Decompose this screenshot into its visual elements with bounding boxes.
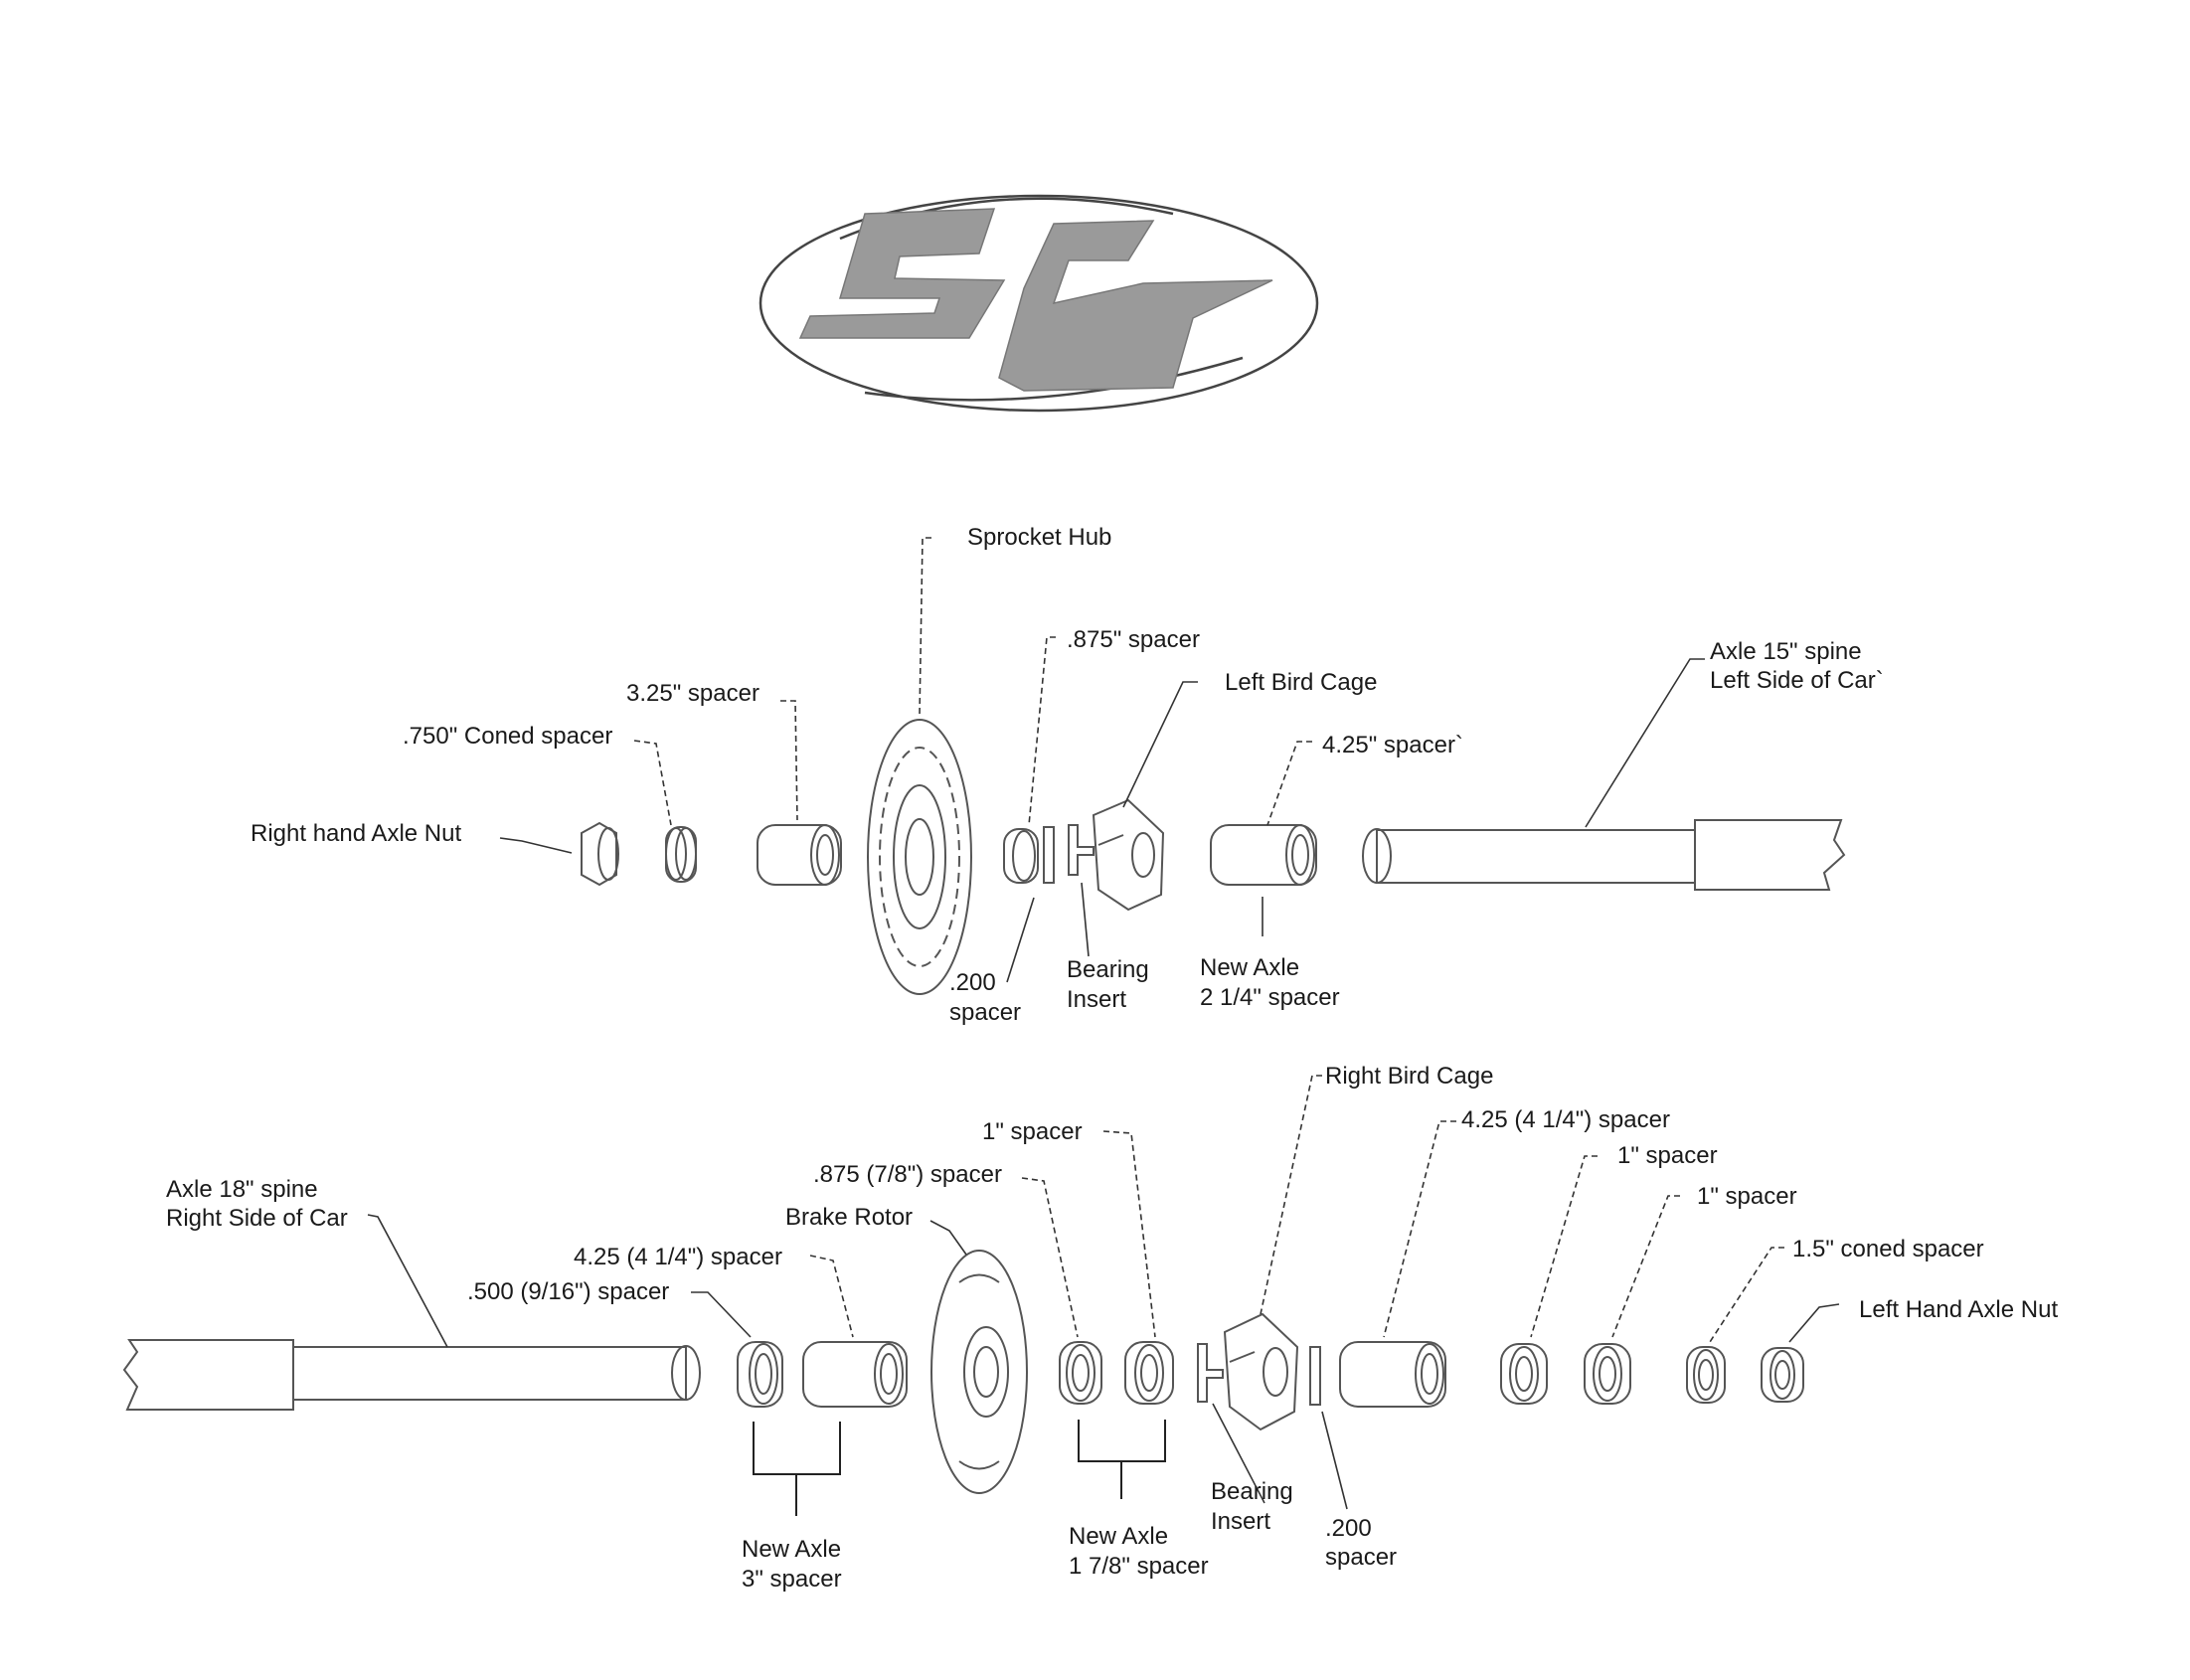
- bracket-new-axle-3: [753, 1422, 841, 1516]
- bracket-new-axle-178: [1078, 1420, 1166, 1499]
- label-new-axle-178-line1: New Axle: [1069, 1523, 1168, 1550]
- spacer-425-part: [1210, 824, 1317, 886]
- label-brake-rotor: Brake Rotor: [785, 1204, 913, 1231]
- label-spacer-200-line2: spacer: [1325, 1544, 1397, 1571]
- label-spacer-875: .875 (7/8") spacer: [813, 1161, 1002, 1188]
- spacer-1-a-part: [1124, 1341, 1174, 1405]
- label-left-bird-cage: Left Bird Cage: [1225, 669, 1377, 696]
- label-spacer-325: 3.25" spacer: [626, 680, 759, 707]
- label-spacer-875: .875" spacer: [1067, 626, 1200, 653]
- label-spacer-425-left: 4.25 (4 1/4") spacer: [574, 1244, 782, 1270]
- label-right-bird-cage: Right Bird Cage: [1325, 1063, 1493, 1090]
- label-sprocket-hub: Sprocket Hub: [967, 524, 1111, 551]
- brake-rotor-part: [930, 1250, 1028, 1494]
- label-spacer-200-line1: .200: [1325, 1515, 1372, 1542]
- spacer-1-c-part: [1584, 1343, 1631, 1405]
- label-bearing-line1: Bearing: [1067, 956, 1149, 983]
- spacer-875-part: [1059, 1341, 1102, 1405]
- label-new-axle-178-line2: 1 7/8" spacer: [1069, 1553, 1209, 1580]
- top-assembly: Sprocket Hub .875" spacer Left Bird Cage…: [251, 524, 1884, 1026]
- right-bird-cage-part: [1223, 1312, 1299, 1431]
- label-axle-15-line1: Axle 15" spine: [1710, 638, 1862, 665]
- spacer-325-part: [757, 824, 842, 886]
- left-bird-cage-part: [1092, 798, 1165, 912]
- label-axle-15-line2: Left Side of Car`: [1710, 667, 1884, 694]
- label-right-hand-nut: Right hand Axle Nut: [251, 820, 461, 847]
- label-new-axle-3-line1: New Axle: [742, 1536, 841, 1563]
- spacer-425-left-part: [802, 1341, 908, 1408]
- coned-spacer-750-part: [665, 826, 697, 883]
- coned-spacer-15-part: [1686, 1346, 1726, 1404]
- axle-18-spine-part: [122, 1339, 701, 1411]
- label-spacer-1-a: 1" spacer: [982, 1118, 1083, 1145]
- label-new-axle-line1: New Axle: [1200, 954, 1299, 981]
- label-coned-750: .750" Coned spacer: [403, 723, 612, 750]
- label-spacer-425-top: 4.25 (4 1/4") spacer: [1461, 1106, 1670, 1133]
- label-spacer-1-c: 1" spacer: [1697, 1183, 1797, 1210]
- sprocket-hub-part: [867, 719, 972, 995]
- label-bearing-line2: Insert: [1211, 1508, 1270, 1535]
- spacer-1-b-part: [1500, 1343, 1548, 1405]
- label-new-axle-line2: 2 1/4" spacer: [1200, 984, 1340, 1011]
- left-hand-axle-nut-part: [1761, 1347, 1804, 1403]
- label-spacer-200-line1: .200: [949, 969, 996, 996]
- bottom-assembly: Right Bird Cage 1" spacer 4.25 (4 1/4") …: [122, 1063, 2058, 1593]
- bearing-insert-part: [1068, 824, 1095, 876]
- spacer-200-part: [1043, 826, 1055, 884]
- spacer-425-right-part: [1339, 1341, 1446, 1408]
- right-hand-axle-nut-part: [581, 821, 619, 887]
- label-new-axle-3-line2: 3" spacer: [742, 1566, 842, 1593]
- label-spacer-425: 4.25" spacer`: [1322, 732, 1463, 758]
- spacer-200-part: [1309, 1346, 1321, 1406]
- axle-15-spine-part: [1362, 819, 1846, 891]
- bearing-insert-part: [1197, 1343, 1224, 1403]
- label-spacer-200-line2: spacer: [949, 999, 1021, 1026]
- label-coned-15: 1.5" coned spacer: [1792, 1236, 1984, 1262]
- label-spacer-1-b: 1" spacer: [1617, 1142, 1718, 1169]
- label-bearing-line2: Insert: [1067, 986, 1126, 1013]
- label-left-hand-nut: Left Hand Axle Nut: [1859, 1296, 2058, 1323]
- sc-logo: [758, 194, 1319, 413]
- label-axle-18-line2: Right Side of Car: [166, 1205, 348, 1232]
- label-bearing-line1: Bearing: [1211, 1478, 1293, 1505]
- label-spacer-500: .500 (9/16") spacer: [467, 1278, 669, 1305]
- spacer-875-part: [1003, 828, 1039, 884]
- label-axle-18-line1: Axle 18" spine: [166, 1176, 318, 1203]
- spacer-500-part: [737, 1341, 783, 1408]
